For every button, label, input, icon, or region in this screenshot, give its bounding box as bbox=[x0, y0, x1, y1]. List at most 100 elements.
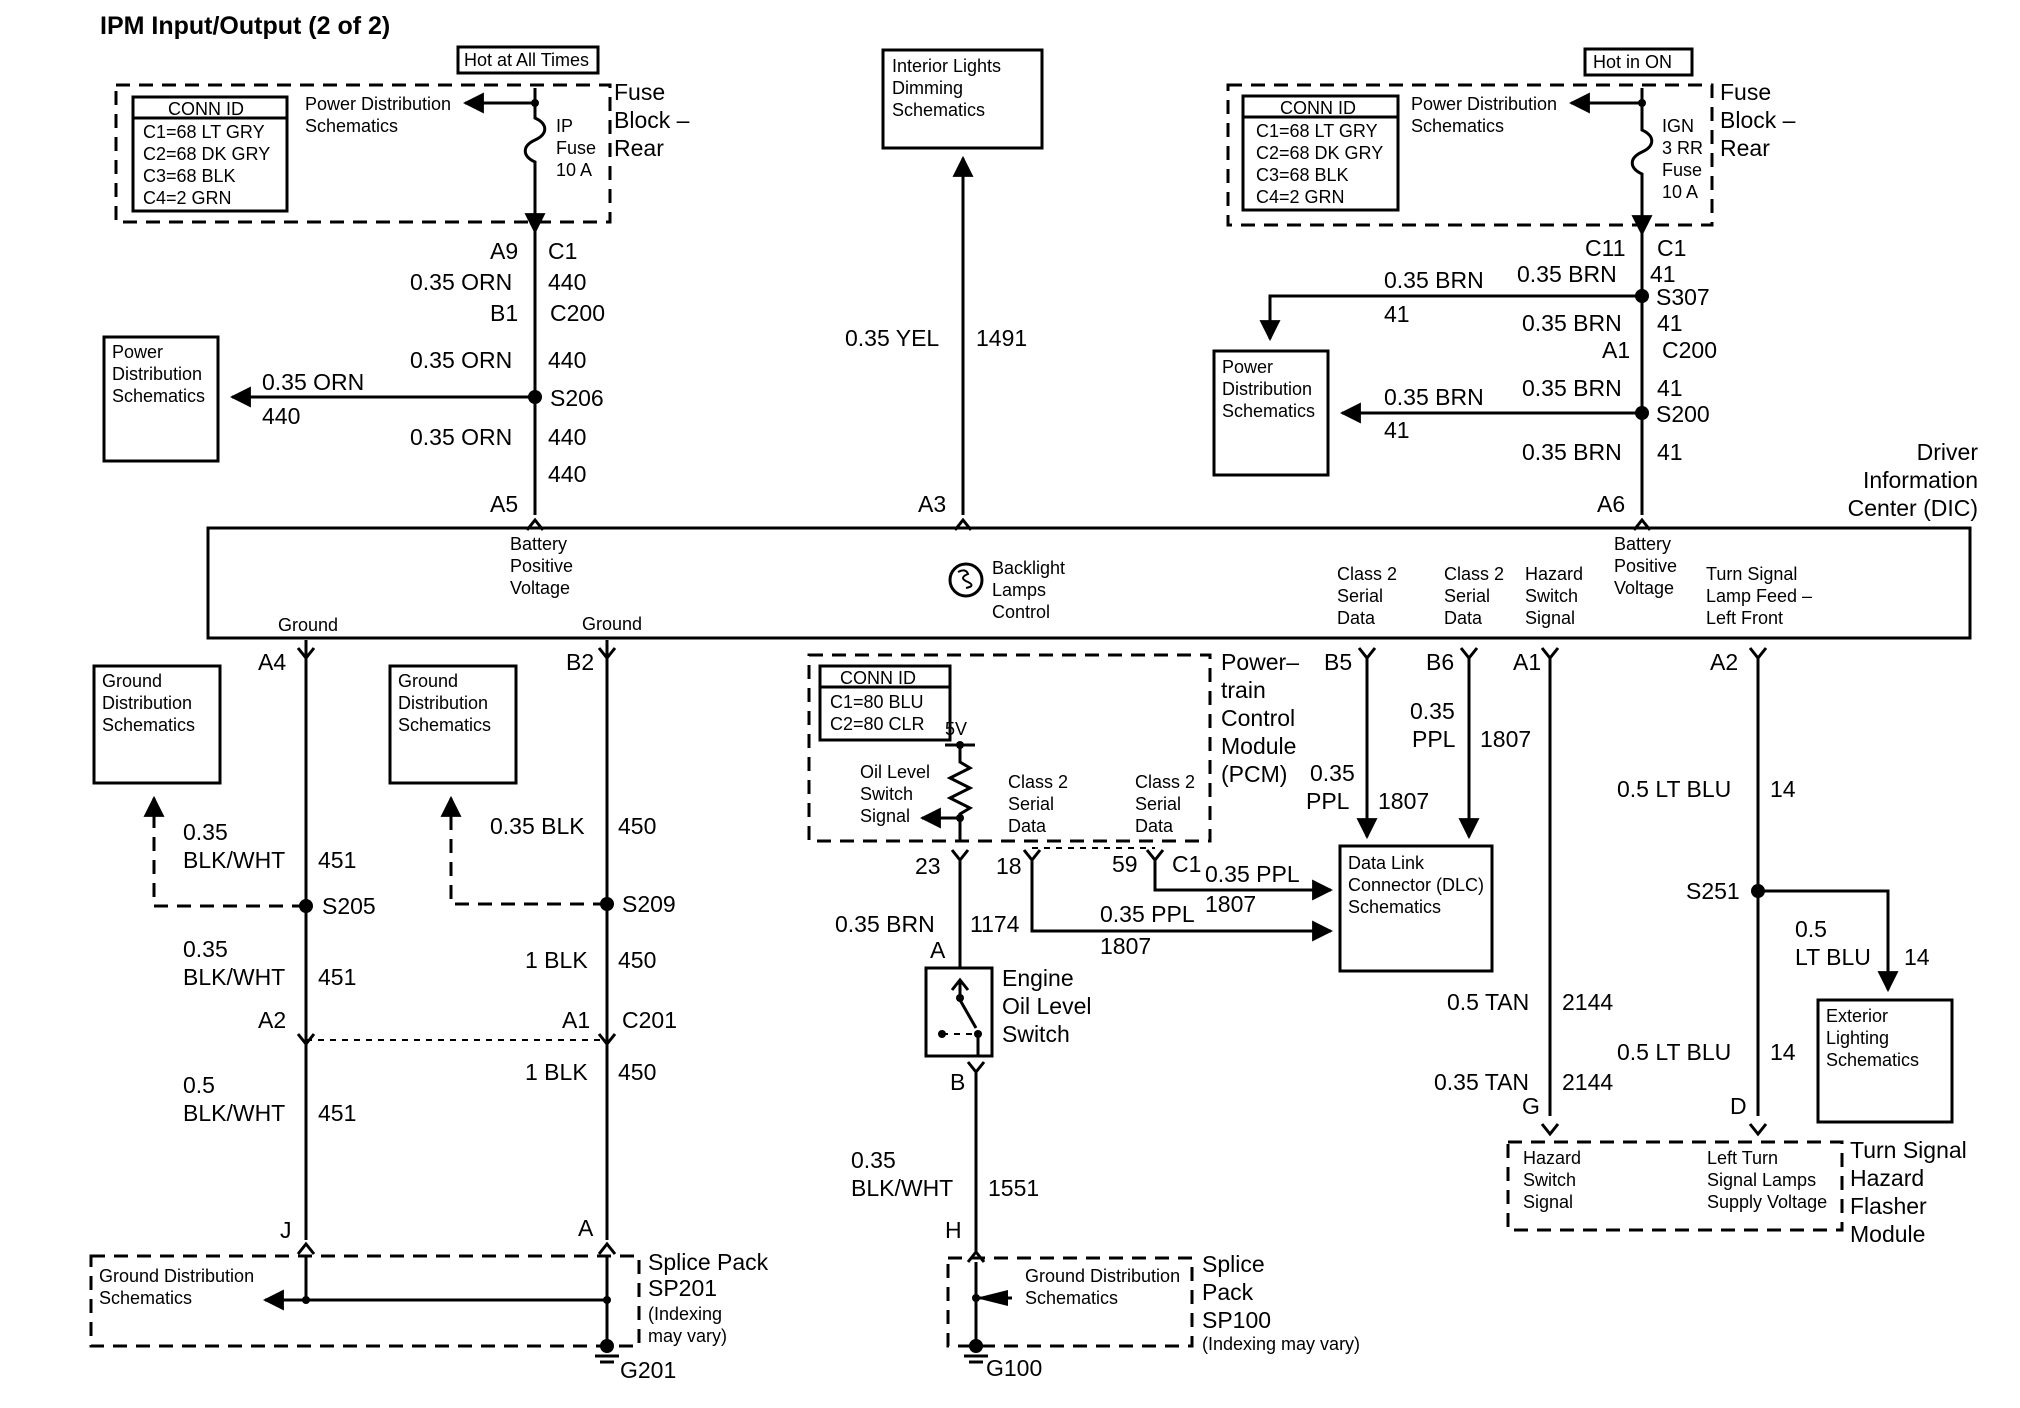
wire-label: 1 BLK bbox=[525, 1059, 588, 1085]
wire-label: 440 bbox=[548, 269, 586, 295]
wire-label: 0.35 BRN bbox=[1384, 384, 1484, 410]
splice-label: S206 bbox=[550, 385, 604, 411]
ground-symbol bbox=[600, 1339, 614, 1353]
dic-title: Driver bbox=[1917, 439, 1979, 465]
ground-distribution-box-1: Ground Distribution Schematics bbox=[92, 664, 222, 785]
fuse-label: 10 A bbox=[556, 160, 592, 180]
splice-pack-name: Pack bbox=[1202, 1279, 1254, 1305]
fuse-label: IGN bbox=[1662, 116, 1694, 136]
wire-label: 0.35 BRN bbox=[1384, 267, 1484, 293]
pin-label: C200 bbox=[1662, 337, 1717, 363]
pin-function-label: Switch bbox=[860, 784, 913, 804]
power-distribution-box-right: Power Distribution Schematics bbox=[1212, 349, 1330, 477]
pin-function-label: Switch bbox=[1525, 586, 1578, 606]
conn-id-heading: CONN ID bbox=[1280, 98, 1356, 118]
conn-id-line: C1=80 BLU bbox=[830, 692, 924, 712]
pin-label: B bbox=[950, 1069, 965, 1095]
pin-label: D bbox=[1730, 1093, 1747, 1119]
wire-label: 14 bbox=[1904, 944, 1930, 970]
wire-label: 0.35 BRN bbox=[1522, 439, 1622, 465]
pin-label: A2 bbox=[1710, 649, 1738, 675]
splice-label: S200 bbox=[1656, 401, 1710, 427]
wire-label: 0.35 BLK bbox=[490, 813, 585, 839]
wire-label: 0.35 YEL bbox=[845, 325, 939, 351]
conn-id-line: C3=68 BLK bbox=[143, 166, 236, 186]
pin-function-label: Serial bbox=[1008, 794, 1054, 814]
wire-label: 450 bbox=[618, 813, 656, 839]
pin-function-label: Supply Voltage bbox=[1707, 1192, 1827, 1212]
wire-label: BLK/WHT bbox=[851, 1175, 953, 1201]
pin-label: B5 bbox=[1324, 649, 1352, 675]
wire-label: 0.35 bbox=[183, 819, 228, 845]
ground-label: G201 bbox=[620, 1357, 676, 1383]
pin-function-label: Battery bbox=[1614, 534, 1671, 554]
pin-function-label: Ground bbox=[278, 615, 338, 635]
box-label: Data Link bbox=[1348, 853, 1425, 873]
box-label: Interior Lights bbox=[892, 56, 1001, 76]
pin-function-label: Ground bbox=[582, 614, 642, 634]
wire-label: 0.35 bbox=[1410, 698, 1455, 724]
pin-function-label: Left Front bbox=[1706, 608, 1783, 628]
box-label: Distribution bbox=[102, 693, 192, 713]
wire-label: 41 bbox=[1384, 417, 1410, 443]
pin-function-label: Signal bbox=[1523, 1192, 1573, 1212]
wire-label: 1491 bbox=[976, 325, 1027, 351]
wire-label: 0.35 BRN bbox=[1522, 375, 1622, 401]
pin-function-label: Lamps bbox=[992, 580, 1046, 600]
pin-label: A5 bbox=[490, 491, 518, 517]
box-label: Schematics bbox=[102, 715, 195, 735]
conn-id-line: C4=2 GRN bbox=[1256, 187, 1345, 207]
wire-label: 41 bbox=[1657, 375, 1683, 401]
wire-label: 440 bbox=[262, 403, 300, 429]
box-label: Schematics bbox=[1826, 1050, 1919, 1070]
pin-function-label: Serial bbox=[1444, 586, 1490, 606]
pin-function-label: Switch bbox=[1523, 1170, 1576, 1190]
box-label: Lighting bbox=[1826, 1028, 1889, 1048]
wire-label: 0.35 ORN bbox=[262, 369, 364, 395]
splice-pack-name: Splice Pack bbox=[648, 1249, 769, 1275]
pds-label: Schematics bbox=[305, 116, 398, 136]
pds-label: Schematics bbox=[1411, 116, 1504, 136]
interior-lights-box: Interior Lights Dimming Schematics bbox=[881, 48, 1044, 150]
pin-label: A1 bbox=[1513, 649, 1541, 675]
box-label: Ground Distribution bbox=[99, 1266, 254, 1286]
splice-pack-name: Splice bbox=[1202, 1251, 1265, 1277]
pin-function-label: Serial bbox=[1337, 586, 1383, 606]
pin-label: 23 bbox=[915, 853, 941, 879]
wire-label: 451 bbox=[318, 1100, 356, 1126]
pin-function-label: Hazard bbox=[1523, 1148, 1581, 1168]
pin-function-label: Oil Level bbox=[860, 762, 930, 782]
fuse-block-name: Rear bbox=[1720, 135, 1770, 161]
switch-name: Oil Level bbox=[1002, 993, 1091, 1019]
fuse-block-name: Block – bbox=[1720, 107, 1796, 133]
conn-id-line: C3=68 BLK bbox=[1256, 165, 1349, 185]
splice-pack-name: SP201 bbox=[648, 1275, 717, 1301]
box-label: Connector (DLC) bbox=[1348, 875, 1484, 895]
module-name: Turn Signal bbox=[1850, 1137, 1967, 1163]
pin-function-label: Positive bbox=[510, 556, 573, 576]
pin-label: G bbox=[1522, 1093, 1540, 1119]
pin-function-label: Left Turn bbox=[1707, 1148, 1778, 1168]
splice-pack-sp100: Ground Distribution Schematics Splice Pa… bbox=[946, 1251, 1360, 1381]
wire-label: 451 bbox=[318, 964, 356, 990]
voltage-label: 5V bbox=[945, 719, 967, 739]
fuse-label: IP bbox=[556, 116, 573, 136]
pin-label: A1 bbox=[1602, 337, 1630, 363]
pcm-name: Power– bbox=[1221, 649, 1299, 675]
wire-label: 41 bbox=[1657, 310, 1683, 336]
wire-label: 1174 bbox=[970, 911, 1020, 937]
wire-label: 440 bbox=[548, 461, 586, 487]
wire-label: BLK/WHT bbox=[183, 1100, 285, 1126]
pin-label: A2 bbox=[258, 1007, 286, 1033]
pcm-name: Control bbox=[1221, 705, 1295, 731]
splice-dot bbox=[600, 897, 614, 911]
pin-function-label: Signal bbox=[860, 806, 910, 826]
dic-labels: Battery Positive Voltage Ground Ground B… bbox=[278, 534, 1812, 635]
pin-function-label: Voltage bbox=[510, 578, 570, 598]
hot-in-on-label: Hot in ON bbox=[1593, 52, 1672, 72]
wire-label: 1807 bbox=[1205, 891, 1256, 917]
wire-label: 0.35 ORN bbox=[410, 347, 512, 373]
engine-oil-level-switch: Engine Oil Level Switch bbox=[924, 965, 1091, 1058]
dlc-box: Data Link Connector (DLC) Schematics bbox=[1338, 844, 1494, 973]
